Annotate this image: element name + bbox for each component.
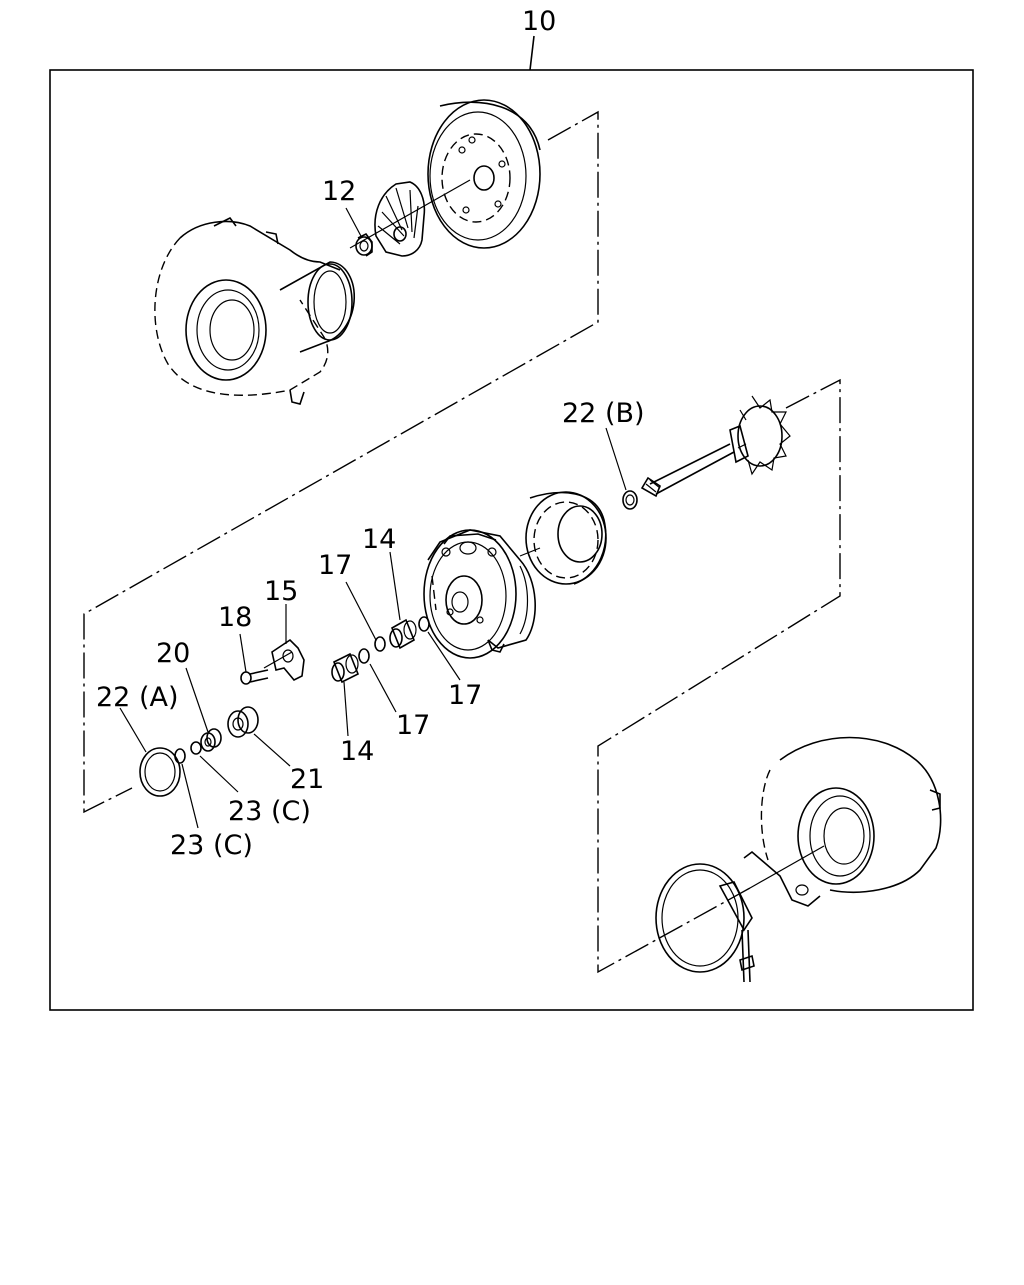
thrust-collar: [200, 728, 222, 752]
heat-shield: [519, 491, 607, 585]
assembly-frame: [49, 69, 974, 1011]
snap-ring-a: [418, 616, 430, 632]
center-housing: [423, 529, 536, 659]
o-ring-a: [139, 747, 181, 797]
label-17-upper: 17: [318, 550, 352, 581]
o-ring-b: [622, 490, 638, 510]
compressor-back-plate: [427, 99, 541, 249]
assembly-leader: [529, 35, 535, 71]
bearing-b: [331, 652, 360, 684]
bushing: [227, 706, 259, 738]
label-22b: 22 (B): [562, 398, 645, 429]
label-23c-upper: 23 (C): [228, 796, 311, 827]
label-20: 20: [156, 638, 190, 669]
label-17-right: 17: [448, 680, 482, 711]
bolt: [240, 669, 269, 685]
label-10: 10: [522, 6, 556, 37]
turbine-shaft-wheel: [640, 395, 791, 498]
compressor-wheel: [374, 181, 426, 257]
label-12: 12: [322, 176, 356, 207]
compressor-housing: [154, 179, 471, 405]
thrust-plate: [263, 638, 305, 681]
label-14-upper: 14: [362, 524, 396, 555]
v-band-clamp: [655, 863, 755, 983]
label-22a: 22 (A): [96, 682, 178, 713]
label-18: 18: [218, 602, 252, 633]
leader-lines: [119, 207, 627, 829]
turbine-housing: [743, 736, 942, 907]
label-17-mid: 17: [396, 710, 430, 741]
label-14-lower: 14: [340, 736, 374, 767]
middle-group-boundary: [597, 378, 841, 974]
seal-ring-a: [190, 741, 202, 755]
label-21: 21: [290, 764, 324, 795]
seal-ring-b: [174, 748, 186, 764]
snap-ring-c: [358, 648, 370, 664]
impeller-nut: [355, 232, 373, 257]
snap-ring-b: [374, 636, 386, 652]
top-group-boundary: [83, 110, 599, 814]
bearing-a: [389, 618, 417, 650]
label-15: 15: [264, 576, 298, 607]
label-23c-lower: 23 (C): [170, 830, 253, 861]
